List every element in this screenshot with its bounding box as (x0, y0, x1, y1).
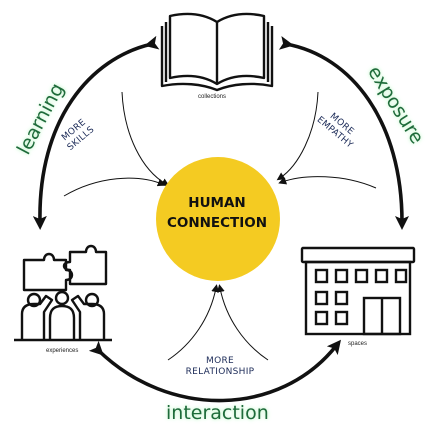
relationship-arrow-1 (167, 284, 220, 361)
interaction-arrow (88, 339, 342, 403)
learning-arrow (32, 35, 160, 230)
open-book-icon (160, 12, 274, 92)
puzzle-team-icon (14, 244, 112, 342)
center-label-line1: HUMAN (188, 195, 246, 211)
collections-label: collections (198, 94, 227, 100)
spaces-label: spaces (348, 341, 368, 347)
relationship-benefit: MORE RELATIONSHIP (178, 356, 262, 378)
skills-arrow-1 (121, 91, 170, 187)
exposure-arrow (278, 36, 409, 230)
building-icon (300, 246, 416, 336)
interaction-label: interaction (166, 402, 269, 424)
empathy-arrow-2 (278, 176, 377, 189)
center-label-line2: CONNECTION (166, 215, 268, 231)
empathy-arrow-1 (276, 91, 319, 181)
relationship-arrow-2 (216, 284, 269, 361)
skills-arrow-2 (63, 177, 166, 197)
relationship-line1: MORE (206, 356, 234, 366)
center-circle (156, 157, 280, 281)
experiences-label: experiences (46, 348, 79, 354)
relationship-line2: RELATIONSHIP (185, 367, 255, 377)
